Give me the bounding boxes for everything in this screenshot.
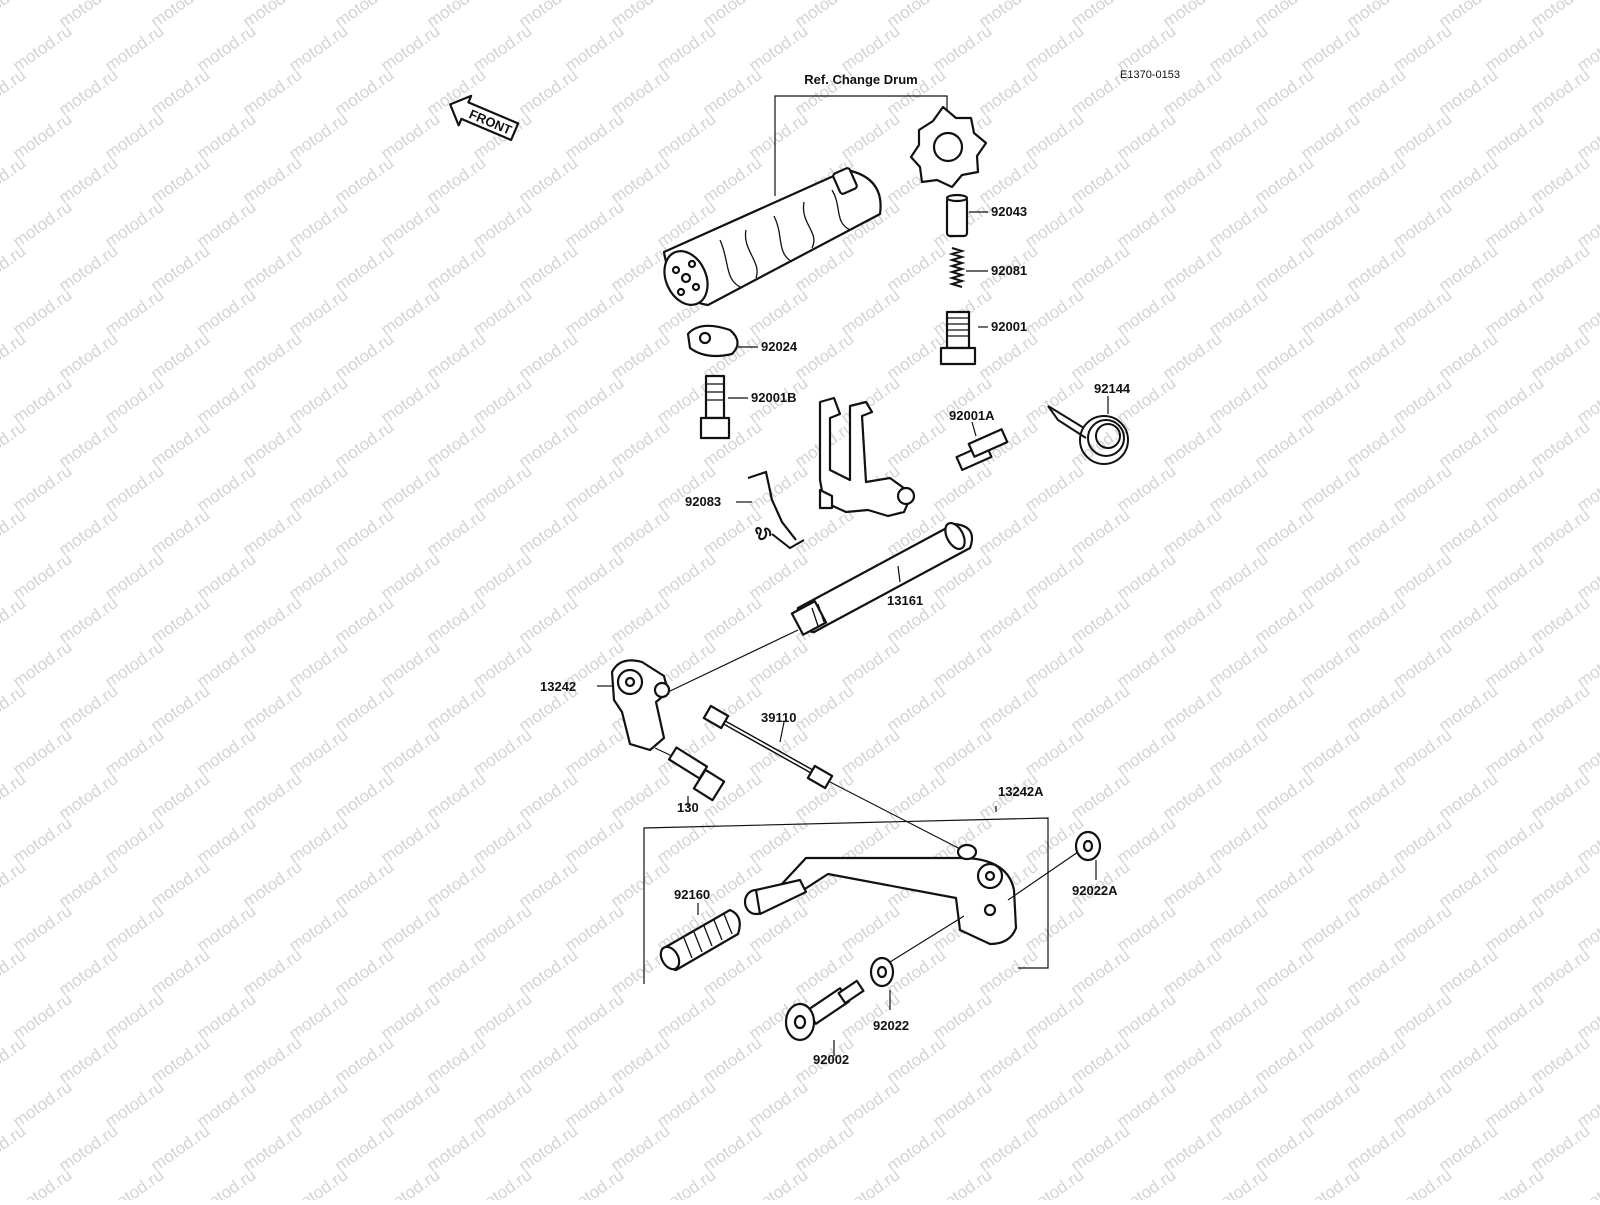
label-92022A: 92022A <box>1072 883 1118 898</box>
label-92002: 92002 <box>813 1052 849 1067</box>
label-92022: 92022 <box>873 1018 909 1033</box>
watermark-text: motod.ru <box>745 1165 811 1200</box>
watermark-text: motod.ru <box>0 417 29 471</box>
watermark-text: motod.ru <box>1573 285 1600 339</box>
watermark-text: motod.ru <box>1573 1165 1600 1200</box>
spring-92083 <box>736 470 805 550</box>
reference-bracket: Ref. Change Drum <box>774 72 948 196</box>
bolt-130 <box>654 746 726 808</box>
pin-92043 <box>945 193 988 238</box>
label-92083: 92083 <box>685 494 721 509</box>
watermark-text: motod.ru <box>1573 901 1600 955</box>
label-92160: 92160 <box>674 887 710 902</box>
watermark-text: motod.ru <box>1205 1165 1271 1200</box>
watermark-text: motod.ru <box>0 0 29 31</box>
watermark-text: motod.ru <box>0 329 29 383</box>
watermark-text: motod.ru <box>1113 1165 1179 1200</box>
label-39110: 39110 <box>761 710 796 725</box>
watermark-text: motod.ru <box>1573 637 1600 691</box>
watermark-text: motod.ru <box>1573 549 1600 603</box>
watermark-text: motod.ru <box>0 505 29 559</box>
watermark-text: motod.ru <box>561 1165 627 1200</box>
label-92001B: 92001B <box>751 390 797 405</box>
watermark-text: motod.ru <box>1573 813 1600 867</box>
label-92043: 92043 <box>991 204 1027 219</box>
watermark-text: motod.ru <box>377 1165 443 1200</box>
label-92081: 92081 <box>991 263 1027 278</box>
watermark-text: motod.ru <box>0 857 29 911</box>
watermark-text: motod.ru <box>0 153 29 207</box>
watermark-text: motod.ru <box>1573 989 1600 1043</box>
watermark-text: motod.ru <box>9 1165 75 1200</box>
watermark-text: motod.ru <box>1573 725 1600 779</box>
watermark-text: motod.ru <box>1389 1165 1455 1200</box>
watermark-text: motod.ru <box>0 1033 29 1087</box>
watermark-text: motod.ru <box>1573 21 1600 75</box>
label-92024: 92024 <box>761 339 798 354</box>
label-92001: 92001 <box>991 319 1027 334</box>
washer-92022A <box>1007 830 1102 901</box>
watermark-text: motod.ru <box>1573 461 1600 515</box>
rod-to-pedal-line <box>829 781 967 853</box>
watermark-text: motod.ru <box>0 1121 29 1175</box>
label-92144: 92144 <box>1094 381 1131 396</box>
shift-pedal <box>743 843 1018 946</box>
washer-92022 <box>869 915 965 1010</box>
watermark-text: motod.ru <box>193 1165 259 1200</box>
watermark-text: motod.ru <box>0 945 29 999</box>
shift-shaft-13161 <box>790 396 974 636</box>
watermark-text: motod.ru <box>285 1165 351 1200</box>
shaft-to-arm-line <box>667 629 799 693</box>
watermark-text: motod.ru <box>837 1165 903 1200</box>
bolt-92001A <box>955 421 1009 472</box>
label-13161: 13161 <box>887 593 923 608</box>
watermark-text: motod.ru <box>0 65 29 119</box>
label-130: 130 <box>677 800 699 815</box>
rubber-92160 <box>659 903 741 972</box>
watermark-text: motod.ru <box>1297 1165 1363 1200</box>
tie-rod-39110 <box>702 704 834 790</box>
label-13242A: 13242A <box>998 784 1044 799</box>
watermark-text: motod.ru <box>0 241 29 295</box>
watermark-text: motod.ru <box>1573 1077 1600 1131</box>
drawing-code: E1370-0153 <box>1120 69 1180 81</box>
watermark-text: motod.ru <box>0 681 29 735</box>
watermark-text: motod.ru <box>929 1165 995 1200</box>
watermark-text: motod.ru <box>1573 373 1600 427</box>
watermark-text: motod.ru <box>1021 1165 1087 1200</box>
watermark-text: motod.ru <box>0 769 29 823</box>
label-92001A: 92001A <box>949 408 995 423</box>
link-arm-13242 <box>597 659 671 752</box>
plug-92001 <box>939 310 988 366</box>
watermark-text: motod.ru <box>1481 1165 1547 1200</box>
watermark-text: motod.ru <box>0 593 29 647</box>
watermark-text: motod.ru <box>1573 197 1600 251</box>
label-13242: 13242 <box>540 679 576 694</box>
change-drum-cam <box>909 105 988 189</box>
watermark-text: motod.ru <box>1573 109 1600 163</box>
spring-92144 <box>1047 396 1129 465</box>
spring-92081 <box>948 247 988 288</box>
pedal-group-bracket <box>643 806 1049 984</box>
watermark-text: motod.ru <box>469 1165 535 1200</box>
reference-label: Ref. Change Drum <box>804 72 917 87</box>
bolt-92002 <box>784 979 865 1056</box>
change-drum <box>662 167 882 307</box>
watermark-text: motod.ru <box>653 1165 719 1200</box>
stopper-92024 <box>686 324 758 358</box>
watermark-text: motod.ru <box>101 1165 167 1200</box>
bolt-92001B <box>699 374 748 440</box>
